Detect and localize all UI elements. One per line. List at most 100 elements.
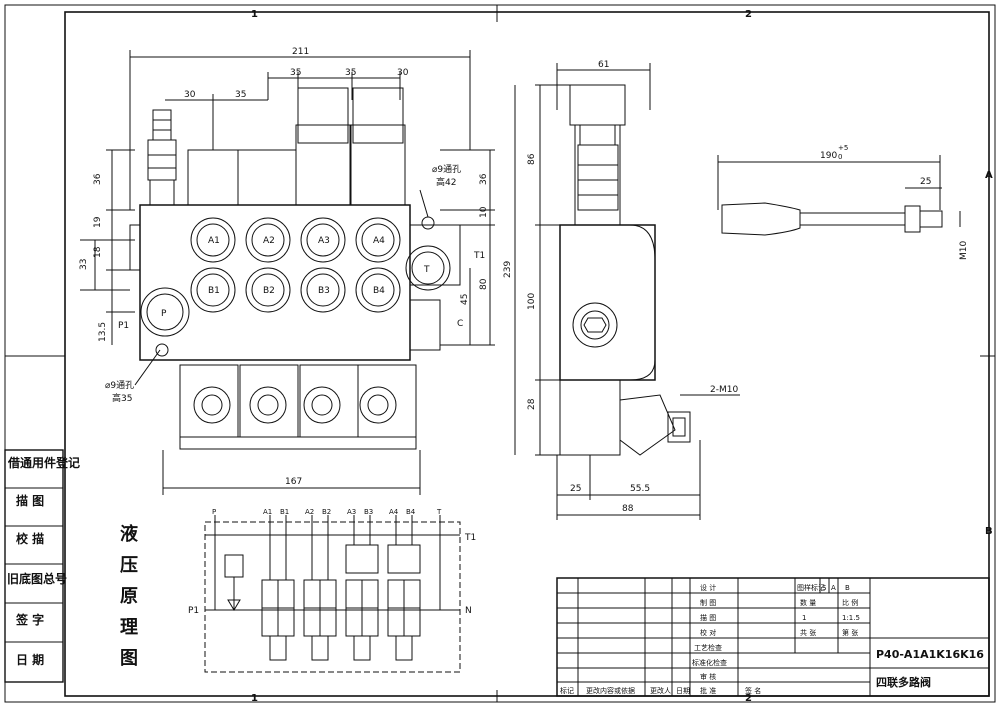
note-text: ⌀9通孔 xyxy=(432,164,461,175)
ratio-value: 1:1.5 xyxy=(842,614,860,622)
title-role: 审 核 xyxy=(700,672,716,681)
left-panel-cell: 借通用件登记 xyxy=(7,455,80,470)
port-label: C xyxy=(457,319,463,329)
zone-row-a: A xyxy=(985,170,993,181)
rev-col: 标记 xyxy=(560,686,574,695)
dim-text: 33 xyxy=(79,259,89,270)
ratio-label: 比 例 xyxy=(842,598,858,607)
zone-row-b: B xyxy=(985,526,993,537)
dim-text: 25 xyxy=(920,177,931,187)
schematic-port: T xyxy=(436,508,442,516)
port-label: B2 xyxy=(263,286,275,296)
qty-value: 1 xyxy=(802,614,806,622)
left-panel-cell: 日 期 xyxy=(16,652,44,667)
port-label: A2 xyxy=(263,236,275,246)
schematic-port: B2 xyxy=(322,508,331,516)
title-col-head: A xyxy=(831,584,836,592)
zone-col-1-bottom: 1 xyxy=(251,693,258,704)
dim-text: 2-M10 xyxy=(710,385,738,395)
tolerance-lower: 0 xyxy=(838,153,842,161)
dim-text: 18 xyxy=(93,246,103,258)
dim-text: 13.5 xyxy=(98,322,108,342)
dim-text: 36 xyxy=(93,173,103,185)
left-panel-cell: 描 图 xyxy=(16,493,44,508)
dim-overall-width: 211 xyxy=(292,47,309,57)
front-view xyxy=(80,50,495,495)
port-label: A1 xyxy=(208,236,220,246)
dim-text: 45 xyxy=(460,294,470,305)
dim-text: 30 xyxy=(397,68,409,78)
title-col-head: B xyxy=(845,584,850,592)
dim-text: 167 xyxy=(285,477,302,487)
port-label: B1 xyxy=(208,286,220,296)
note-text: 高35 xyxy=(112,392,132,404)
note-text: ⌀9通孔 xyxy=(105,380,134,391)
schematic-port: B4 xyxy=(406,508,416,516)
title-role: 校 对 xyxy=(700,628,716,637)
dim-text: 36 xyxy=(479,173,489,185)
title-block xyxy=(556,577,990,697)
dim-text: 100 xyxy=(527,293,537,310)
schematic-port: P1 xyxy=(188,606,199,616)
schematic-port: N xyxy=(465,606,472,616)
schematic-port: P xyxy=(212,508,216,516)
dim-text: 30 xyxy=(184,90,196,100)
dim-text: 25 xyxy=(570,484,581,494)
schematic-port: A4 xyxy=(389,508,399,516)
dim-text: 19 xyxy=(93,216,103,228)
schematic-title-char: 液 xyxy=(120,523,139,545)
title-role: 工艺检查 xyxy=(694,643,722,652)
dim-text: 61 xyxy=(598,60,609,70)
dim-text: 35 xyxy=(235,90,246,100)
port-label: T xyxy=(423,265,430,275)
dim-text: 35 xyxy=(345,68,356,78)
schematic-port: T1 xyxy=(464,533,476,543)
tolerance-upper: +5 xyxy=(838,144,848,152)
dim-text: M10 xyxy=(959,241,969,260)
handle-view xyxy=(717,155,961,236)
dim-text: 190 xyxy=(820,151,837,161)
title-role: 描 图 xyxy=(700,613,716,622)
dim-text: 86 xyxy=(527,153,537,165)
port-label: A3 xyxy=(318,236,330,246)
port-label: P1 xyxy=(118,321,129,331)
sheet-label: 共 张 xyxy=(800,628,816,637)
schematic-title-char: 压 xyxy=(120,555,138,576)
rev-col: 日期 xyxy=(676,687,690,695)
dim-text: 35 xyxy=(290,68,301,78)
dim-text: 239 xyxy=(503,261,513,278)
schematic-port: B1 xyxy=(280,508,289,516)
qty-label: 数 量 xyxy=(800,598,816,607)
drawing-name: 四联多路阀 xyxy=(876,675,931,689)
title-col-head: S xyxy=(822,584,827,592)
rev-col: 更改人 xyxy=(650,686,671,695)
title-role: 标准化检查 xyxy=(692,658,727,667)
zone-col-1: 1 xyxy=(251,9,258,20)
schematic-port: B3 xyxy=(364,508,373,516)
schematic-title-char: 图 xyxy=(120,648,138,669)
dim-text: 80 xyxy=(479,278,489,290)
title-role: 批 准 xyxy=(700,686,716,695)
left-panel-cell: 签 字 xyxy=(15,612,44,627)
schematic xyxy=(204,515,461,673)
schematic-port: A3 xyxy=(347,508,356,516)
zone-col-2-bottom: 2 xyxy=(745,693,752,704)
port-label: B3 xyxy=(318,286,330,296)
note-text: 高42 xyxy=(436,176,456,188)
title-role: 设 计 xyxy=(700,583,716,592)
schematic-port: A2 xyxy=(305,508,314,516)
rev-col: 更改内容或依据 xyxy=(586,686,635,695)
port-label: T1 xyxy=(473,251,485,261)
port-label: B4 xyxy=(373,286,385,296)
dim-text: 55.5 xyxy=(630,484,650,494)
left-panel-cell: 校 描 xyxy=(16,531,44,546)
schematic-port: A1 xyxy=(263,508,272,516)
title-role: 制 图 xyxy=(700,598,716,607)
title-col-head: 图样标记 xyxy=(797,583,825,592)
left-panel-cell: 旧底图总号 xyxy=(7,571,67,586)
zone-col-2: 2 xyxy=(745,9,752,20)
port-label: P xyxy=(161,309,167,319)
dim-text: 28 xyxy=(527,398,537,410)
